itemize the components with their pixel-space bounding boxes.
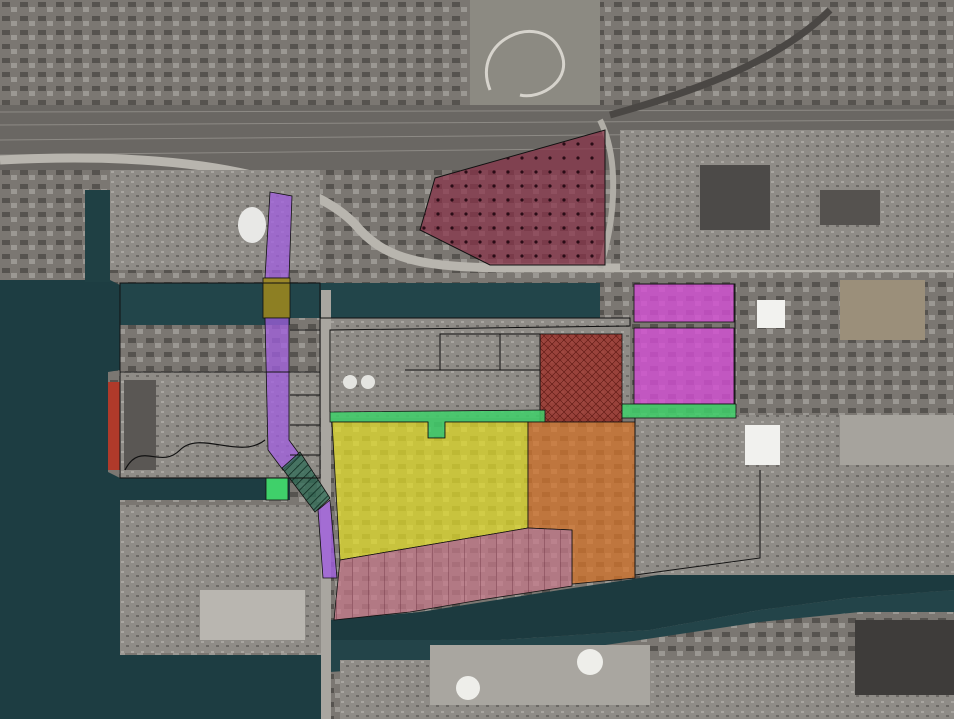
elevated-rail-east xyxy=(609,7,833,119)
south-tank-1 xyxy=(456,676,480,700)
south-tank-2 xyxy=(577,649,603,675)
magenta-north[interactable] xyxy=(633,283,735,323)
ship xyxy=(108,382,120,470)
pink-waterfront-pattern xyxy=(334,528,572,620)
pier-south-lot xyxy=(200,590,305,640)
dotted-zone-pattern xyxy=(420,130,605,265)
white-bldg-ne xyxy=(757,300,785,328)
warehouse-east-2 xyxy=(820,190,880,225)
red-block-pattern xyxy=(540,334,622,422)
east-lot-2 xyxy=(840,415,954,465)
harbour-water-west xyxy=(0,280,330,719)
boundary-lines xyxy=(119,282,761,576)
east-yard xyxy=(840,280,925,340)
central-tank-2 xyxy=(361,375,375,389)
purple-corridor-pier[interactable] xyxy=(317,499,338,579)
central-tank-1 xyxy=(343,375,357,389)
slip-north xyxy=(120,283,600,325)
magenta-south[interactable] xyxy=(633,327,735,405)
teal-hatched-bridge-pattern xyxy=(282,452,330,512)
purple-corridor-north[interactable] xyxy=(264,191,293,279)
pier-warehouse xyxy=(124,380,156,470)
zone-overlays xyxy=(262,129,737,621)
slip-inlet xyxy=(85,190,110,282)
stadium-ramp xyxy=(485,30,566,98)
industrial-east xyxy=(620,130,954,270)
highway-curve xyxy=(0,153,954,273)
power-plant xyxy=(855,620,954,695)
east-warehouse xyxy=(745,425,780,465)
olive-crossing[interactable] xyxy=(262,277,291,319)
tank-west xyxy=(238,207,266,243)
pier-shore-line xyxy=(124,439,266,471)
warehouse-east xyxy=(700,165,770,230)
green-strip-east[interactable] xyxy=(621,403,737,419)
green-square[interactable] xyxy=(265,477,289,501)
